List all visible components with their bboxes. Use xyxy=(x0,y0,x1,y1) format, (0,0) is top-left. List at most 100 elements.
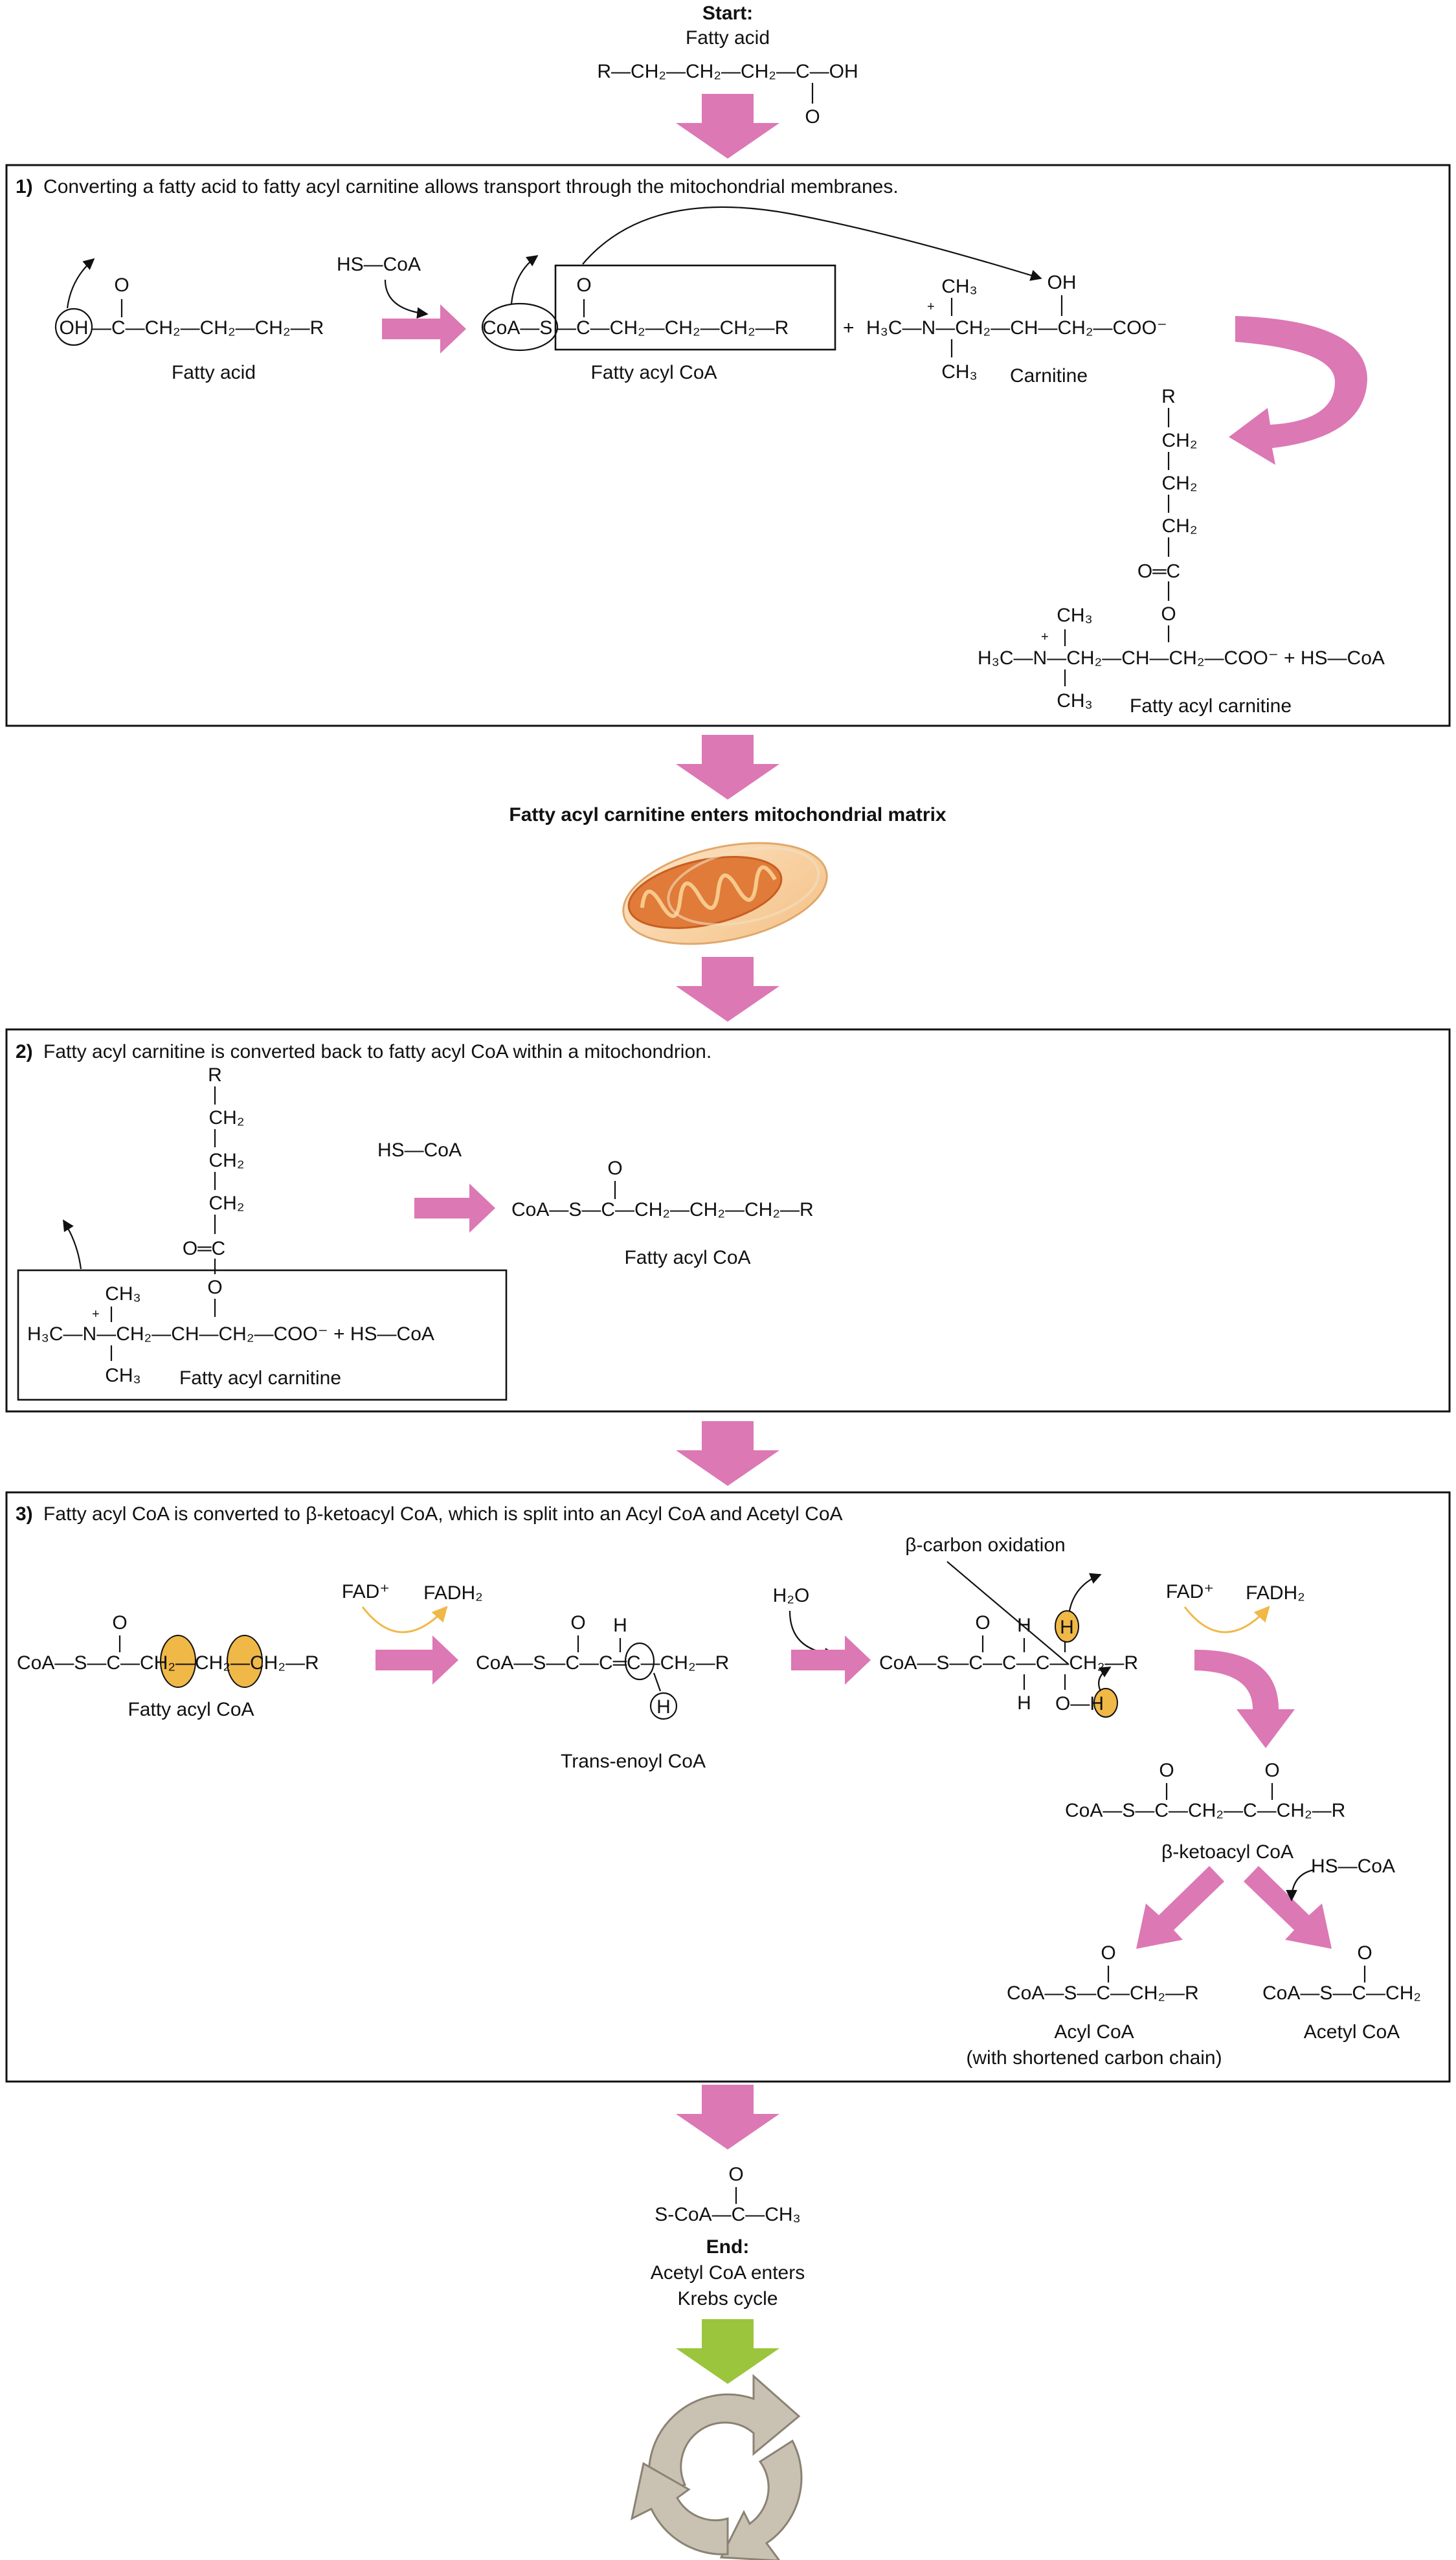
step1-fatty-acyl-coa: CoA—S —C—CH₂—CH₂—CH₂—R O Fatty acyl CoA xyxy=(481,206,1042,383)
oh-circle xyxy=(54,308,93,346)
step3-reaction-arrow-1 xyxy=(375,1635,458,1685)
step1-acyl-o: O xyxy=(576,275,591,296)
step3-acetyl-coa-product: CoA—S—C—CH₂ O Acetyl CoA xyxy=(1262,1942,1421,2043)
acyl-out-o: O xyxy=(1101,1942,1115,1964)
p2-label: Fatty acyl carnitine xyxy=(179,1367,341,1389)
step1-acyl-formula: —C—CH₂—CH₂—CH₂—R xyxy=(557,317,789,339)
step2-product-formula: CoA—S—C—CH₂—CH₂—CH₂—R xyxy=(511,1199,814,1220)
p1-formula: H₃C—N—CH₂—CH—CH₂—COO⁻ + HS—CoA xyxy=(978,647,1385,669)
step1-fatty-acid: OH —C—CH₂—CH₂—CH₂—R O Fatty acid xyxy=(54,258,324,383)
step3-fadh2-2: FADH₂ xyxy=(1246,1582,1305,1604)
hydroxy-oh-h-highlight xyxy=(1093,1688,1118,1718)
krebs-entry-arrow xyxy=(676,2319,779,2384)
flow-arrow-4 xyxy=(676,1421,779,1486)
acyl-out-label-2: (with shortened carbon chain) xyxy=(966,2047,1222,2069)
keto-label: β-ketoacyl CoA xyxy=(1161,1841,1294,1863)
flow-arrow-2 xyxy=(676,735,779,800)
p1-ester-o: O xyxy=(1161,603,1176,625)
step3-reagent: HS—CoA xyxy=(1311,1856,1395,1877)
carnitine-plus: + xyxy=(843,317,855,339)
step3-hydroxyacyl-coa: β-carbon oxidation CoA—S—C—C—C—CH₂—R O H… xyxy=(879,1534,1138,1718)
step3-water: H₂O xyxy=(773,1585,810,1606)
p1-chain-ch2-2: CH₂ xyxy=(1162,473,1198,494)
transfer-text: Fatty acyl carnitine enters mitochondria… xyxy=(509,804,946,825)
step3-box xyxy=(5,1491,1451,2083)
end-line-1: Acetyl CoA enters xyxy=(651,2262,805,2284)
step3-number: 3) xyxy=(16,1503,33,1525)
step1-title: Converting a fatty acid to fatty acyl ca… xyxy=(43,176,899,197)
water-arrow xyxy=(789,1610,836,1659)
step2-number: 2) xyxy=(16,1041,33,1062)
hydride-arrow xyxy=(1068,1573,1102,1611)
fad-1-arrow xyxy=(361,1606,448,1634)
step2-product-label: Fatty acyl CoA xyxy=(624,1247,750,1268)
fad-2-arrow xyxy=(1183,1606,1270,1634)
step3-fad-2: FAD⁺ xyxy=(1166,1581,1214,1602)
fatty-acid-oh: OH xyxy=(60,317,89,339)
acyl-out-formula: CoA—S—C—CH₂—R xyxy=(1007,1982,1199,2004)
step1-box xyxy=(5,164,1451,727)
krebs-cycle-icon xyxy=(630,2374,803,2560)
p2-ch3-bottom: CH₃ xyxy=(105,1365,141,1386)
step3-trans-enoyl-coa: CoA—S—C—C═C—CH₂—R O H H Trans-enoyl CoA xyxy=(476,1612,729,1772)
nucleophilic-attack-arrow xyxy=(582,206,1042,281)
beta-carbon-highlight xyxy=(227,1635,263,1688)
p2-formula: H₃C—N—CH₂—CH—CH₂—COO⁻ + HS—CoA xyxy=(27,1323,434,1345)
enoyl-h-circle xyxy=(649,1692,678,1720)
hydroxy-oh: O—H xyxy=(1055,1693,1104,1714)
step3-reagent-arrow xyxy=(1286,1869,1315,1902)
p2-carbonyl: O═C xyxy=(183,1238,225,1259)
step1-coas: CoA—S xyxy=(482,317,552,339)
end-o: O xyxy=(728,2164,743,2185)
end-line-2: Krebs cycle xyxy=(677,2288,778,2309)
double-bond-ellipse xyxy=(624,1642,655,1681)
acyl-group-box xyxy=(554,264,836,351)
hydroxy-h-bottom1: H xyxy=(1017,1692,1031,1714)
step3-title-text: 3) Fatty acyl CoA is converted to β-keto… xyxy=(16,1503,843,1525)
flow-arrow-3 xyxy=(676,957,779,1022)
leaving-arrow xyxy=(66,258,95,309)
p1-n-plus: + xyxy=(1041,630,1049,644)
hydroxy-h-top1: H xyxy=(1017,1615,1031,1636)
p1-chain-ch2-3: CH₂ xyxy=(1162,515,1198,537)
p1-label: Fatty acyl carnitine xyxy=(1130,695,1292,717)
fatty-acid-formula: —C—CH₂—CH₂—CH₂—R xyxy=(92,317,324,339)
carnitine-formula: H₃C—N—CH₂—CH—CH₂—COO⁻ xyxy=(866,317,1167,339)
step3-acyl-o: O xyxy=(112,1612,127,1634)
start-name: Fatty acid xyxy=(686,27,770,49)
step3-reaction-arrow-2 xyxy=(791,1635,871,1685)
step2-product-o: O xyxy=(607,1158,622,1179)
step2-fatty-acyl-coa: CoA—S—C—CH₂—CH₂—CH₂—R O Fatty acyl CoA xyxy=(511,1158,814,1268)
enoyl-h-bottom: H xyxy=(656,1696,671,1718)
step1-acyl-label: Fatty acyl CoA xyxy=(590,362,717,383)
acetyl-out-label: Acetyl CoA xyxy=(1304,2021,1400,2043)
p2-ch3-top: CH₃ xyxy=(105,1283,141,1305)
p1-ch3-top: CH₃ xyxy=(1057,605,1093,626)
flow-arrow-1 xyxy=(676,94,779,159)
step3-ketoacyl-coa: CoA—S—C—CH₂—C—CH₂—R O O β-ketoacyl CoA xyxy=(1065,1760,1345,1863)
keto-o1: O xyxy=(1159,1760,1174,1781)
hydroxy-o: O xyxy=(975,1612,990,1634)
step3-title: Fatty acyl CoA is converted to β-ketoacy… xyxy=(43,1503,842,1525)
step2-carnitine-box xyxy=(17,1269,508,1401)
hydroxy-h-top2: H xyxy=(1060,1617,1074,1638)
step1-fatty-acyl-carnitine: R CH₂ CH₂ CH₂ O═C O H₃C—N—CH₂—CH—CH₂—COO… xyxy=(978,386,1385,717)
step2-reaction-arrow xyxy=(414,1184,495,1233)
step1-reagent: HS—CoA xyxy=(337,254,421,275)
oxidation-label: β-carbon oxidation xyxy=(905,1534,1065,1556)
coas-ellipse xyxy=(481,302,559,352)
carnitine-oh: OH xyxy=(1047,272,1077,293)
carnitine-ch3-top: CH₃ xyxy=(941,276,978,297)
step1-reagent-arrow xyxy=(384,279,429,319)
enoyl-o: O xyxy=(570,1612,585,1634)
proton-arrow xyxy=(1098,1667,1112,1692)
acyl-out-label: Acyl CoA xyxy=(1054,2021,1134,2043)
keto-formula: CoA—S—C—CH₂—C—CH₂—R xyxy=(1065,1800,1345,1821)
step3-fad-1: FAD⁺ xyxy=(342,1581,390,1602)
coas-arrow xyxy=(510,254,539,304)
step2-fatty-acyl-carnitine: R CH₂ CH₂ CH₂ O═C O H₃C—N—CH₂—CH—CH₂—COO… xyxy=(17,1064,508,1401)
p1-chain-r: R xyxy=(1161,386,1176,407)
oxidation-pointer xyxy=(946,1561,1069,1665)
step1-number: 1) xyxy=(16,176,33,197)
